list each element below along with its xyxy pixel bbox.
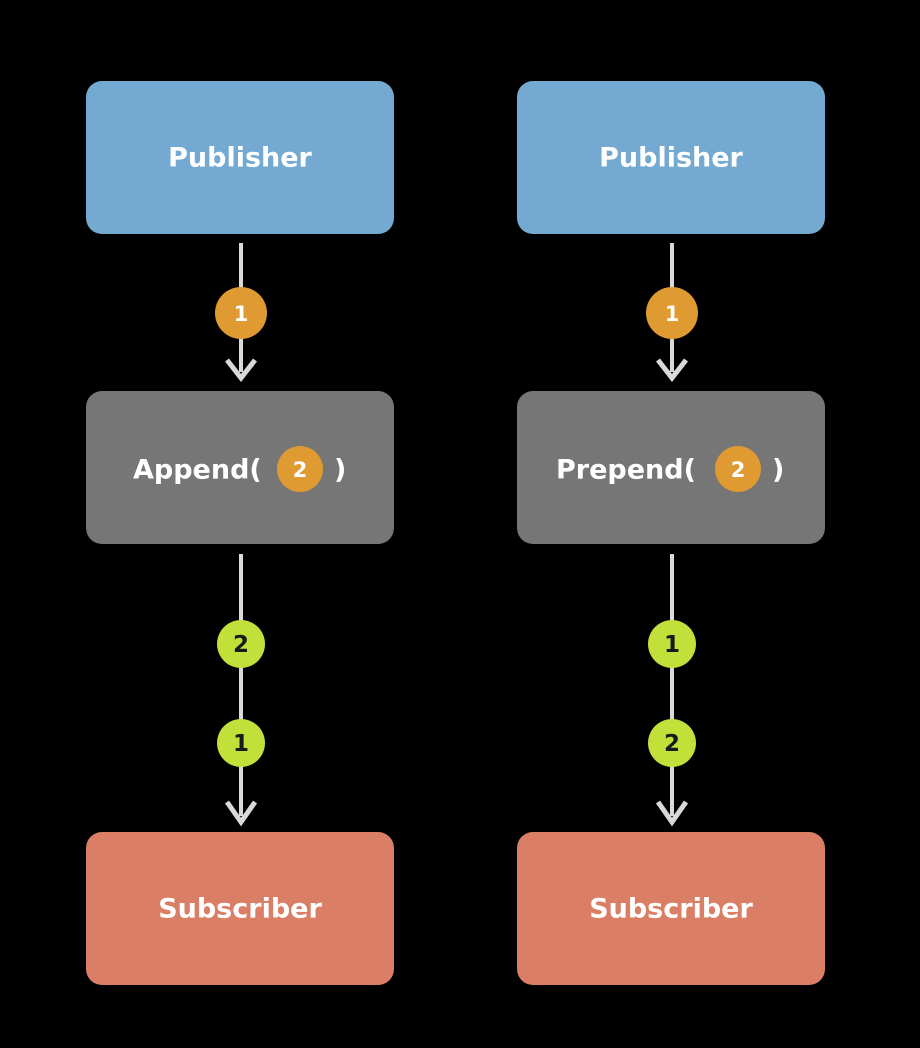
connector-publisher-to-prepend: 1: [646, 243, 698, 383]
operator-suffix-append: ): [334, 455, 346, 486]
subscriber-label-left: Subscriber: [158, 894, 322, 925]
stream-badge-green-right-1: [648, 620, 696, 668]
flow-column-prepend: Publisher 1 Prepend( 2 ): [517, 81, 825, 985]
flow-column-append: Publisher 1 Append( 2 ): [86, 81, 394, 985]
stream-badge-green-left-2: [217, 719, 265, 767]
publisher-box-right[interactable]: [517, 81, 825, 234]
stream-badge-green-right-2: [648, 719, 696, 767]
arrow-head-bottom-right: [655, 800, 689, 827]
operator-arg-badge-append-value: 2: [293, 458, 308, 482]
stream-badge-green-right-2-value: 2: [664, 731, 680, 757]
stream-badge-green-left-2-value: 1: [233, 731, 249, 757]
arrow-head-top-left: [225, 358, 257, 383]
subscriber-node-right[interactable]: Subscriber: [517, 832, 825, 985]
operator-prefix-append: Append(: [133, 455, 262, 486]
publisher-node-right[interactable]: Publisher: [517, 81, 825, 234]
publisher-label-left: Publisher: [168, 143, 312, 174]
stream-badge-orange-left-1-value: 1: [234, 302, 249, 326]
subscriber-label-right: Subscriber: [589, 894, 753, 925]
arrow-head-bottom-left: [224, 800, 258, 827]
operator-arg-badge-prepend-value: 2: [731, 458, 746, 482]
stream-badge-orange-right-1: [646, 287, 698, 339]
publisher-box-left[interactable]: [86, 81, 394, 234]
connector-publisher-to-append: 1: [215, 243, 267, 383]
operator-box-prepend[interactable]: [517, 391, 825, 544]
stream-badge-green-right-1-value: 1: [664, 632, 680, 658]
operator-node-append[interactable]: Append( 2 ): [86, 391, 394, 544]
operator-box-append[interactable]: [86, 391, 394, 544]
operator-arg-badge-append: [277, 446, 323, 492]
publisher-node-left[interactable]: Publisher: [86, 81, 394, 234]
subscriber-box-left[interactable]: [86, 832, 394, 985]
subscriber-node-left[interactable]: Subscriber: [86, 832, 394, 985]
publisher-label-right: Publisher: [599, 143, 743, 174]
stream-badge-orange-right-1-value: 1: [665, 302, 680, 326]
connector-prepend-to-subscriber: 1 2: [648, 554, 696, 827]
arrow-head-top-right: [656, 358, 688, 383]
stream-badge-green-left-1-value: 2: [233, 632, 249, 658]
stream-badge-green-left-1: [217, 620, 265, 668]
operator-arg-badge-prepend: [715, 446, 761, 492]
operator-suffix-prepend: ): [772, 455, 784, 486]
operator-prefix-prepend: Prepend(: [556, 455, 696, 486]
operator-node-prepend[interactable]: Prepend( 2 ): [517, 391, 825, 544]
stream-badge-orange-left-1: [215, 287, 267, 339]
subscriber-box-right[interactable]: [517, 832, 825, 985]
connector-append-to-subscriber: 2 1: [217, 554, 265, 827]
